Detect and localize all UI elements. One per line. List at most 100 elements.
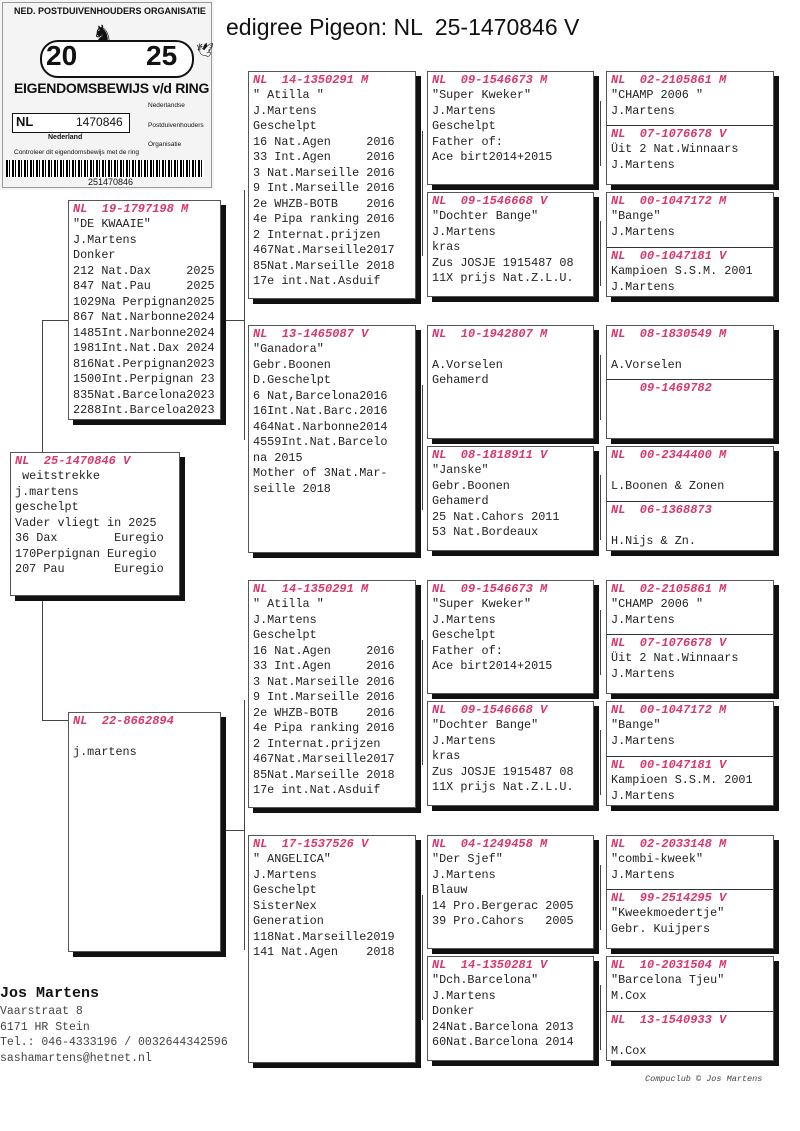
pigeon-info-line: J.Martens: [611, 867, 675, 882]
pigeon-info-line: 467Nat.Marseille2017: [253, 752, 395, 766]
pigeon-info-line: Geschelpt: [253, 119, 317, 133]
pigeon-gen4-sire: NL 02-2105861 M"CHAMP 2006 "J.Martens: [607, 581, 773, 634]
pigeon-info-line: 14 Pro.Bergerac 2005: [432, 898, 574, 913]
owner-name: Jos Martens: [0, 985, 100, 1002]
pigeon-info-line: 207 Pau Euregio: [15, 562, 164, 576]
pigeon-info-line: Mother of 3Nat.Mar-: [253, 466, 388, 480]
pigeon-info-line: 16 Nat.Agen 2016: [253, 134, 395, 149]
pigeon-info-line: 467Nat.Marseille2017: [253, 243, 395, 257]
cert-year-right: 25: [146, 40, 178, 71]
pigeon-info-line: D.Geschelpt: [253, 373, 331, 387]
pigeon-info-line: Gehamerd: [432, 494, 489, 508]
ring-number: NL 04-1249458 M: [432, 837, 548, 851]
pigeon-info-line: Generation: [253, 914, 324, 928]
ring-number: NL 06-1368873: [611, 503, 712, 517]
connector-line: [42, 320, 68, 321]
ring-number: NL 13-1465087 V: [253, 327, 369, 341]
connector-line: [600, 985, 601, 1050]
pigeon-info-line: "Der Sjef": [432, 852, 503, 866]
pigeon-info-line: "Super Kweker": [432, 88, 532, 102]
pigeon-gen4-dam: 09-1469782: [607, 379, 773, 438]
ring-field: [12, 113, 130, 133]
pigeon-info-line: 464Nat.Narbonne2014: [253, 419, 388, 434]
pigeon-info-line: kras: [432, 749, 461, 763]
certificate-border: [2, 2, 212, 188]
pigeon-info-line: 1981Int.Nat.Dax 2024: [73, 341, 215, 355]
pigeon-info-line: 16 Nat.Agen 2016: [253, 643, 395, 658]
owner-info: Jos Martens Vaarstraat 8 6171 HR Stein T…: [0, 984, 228, 1066]
connector-line: [600, 355, 601, 420]
cert-notice: Controleer dit eigendomsbewijs met de ri…: [14, 149, 140, 156]
ring-number: NL 08-1830549 M: [611, 327, 727, 341]
pigeon-info-line: A.Vorselen: [611, 357, 682, 372]
cert-nederland: Nederland: [48, 134, 83, 141]
pigeon-info-line: A.Vorselen: [432, 357, 503, 372]
pigeon-info-line: J.Martens: [73, 232, 137, 247]
pigeon-info-line: 2288Int.Barceloa2023: [73, 403, 215, 417]
pigeon-info-line: "Dochter Bange": [432, 209, 539, 223]
ring-number: NL 09-1546673 M: [432, 582, 548, 596]
pigeon-info-line: 118Nat.Marseille2019: [253, 929, 395, 944]
pigeon-info-line: J.Martens: [432, 988, 496, 1003]
pigeon-info-line: J.Martens: [611, 666, 675, 681]
ring-number: NL 00-2344400 M: [611, 448, 727, 462]
ring-number: NL 08-1818911 V: [432, 448, 548, 462]
ring-number: NL 09-1546668 V: [432, 703, 548, 717]
pigeon-info-line: "CHAMP 2006 ": [611, 88, 704, 102]
ring-number: NL 07-1076678 V: [611, 636, 727, 650]
pigeon-card-gen4-pair: NL 08-1830549 M A.Vorselen 09-1469782: [606, 325, 774, 439]
ring-number: NL 17-1537526 V: [253, 837, 369, 851]
pigeon-info-line: 85Nat.Marseille 2018: [253, 258, 395, 273]
pigeon-gen4-sire: NL 00-1047172 M"Bange"J.Martens: [607, 193, 773, 247]
pigeon-info-line: "Dochter Bange": [432, 718, 539, 732]
pigeon-info-line: 170Perpignan Euregio: [15, 546, 157, 561]
connector-line: [220, 320, 244, 321]
pigeon-info-line: "Ganadora": [253, 342, 324, 356]
ring-number: NL 14-1350291 M: [253, 582, 369, 596]
pigeon-info-line: Donker: [432, 1004, 475, 1018]
pigeon-info-line: seille 2018: [253, 481, 331, 496]
ring-number: NL 00-1047172 M: [611, 703, 727, 717]
npo-line-1: Nederlandse: [148, 102, 185, 109]
pigeon-info-line: 1029Na Perpignan2025: [73, 294, 215, 309]
pigeon-info-line: 25 Nat.Cahors 2011: [432, 509, 560, 524]
pigeon-info-line: "Bange": [611, 209, 661, 223]
pigeon-info-line: Üit 2 Nat.Winnaars: [611, 142, 739, 156]
pigeon-info-line: 2 Internat.prijzen: [253, 736, 381, 751]
pigeon-info-line: " Atilla ": [253, 88, 324, 102]
connector-line: [422, 385, 423, 510]
pigeon-info-line: 16Int.Nat.Barc.2016: [253, 404, 388, 418]
ring-number: NL 00-1047172 M: [611, 194, 727, 208]
cert-org: NED. POSTDUIVENHOUDERS ORGANISATIE: [14, 6, 206, 16]
pigeon-info-line: J.Martens: [611, 612, 675, 627]
ring-number: NL 22-8662894: [73, 714, 174, 728]
pigeon-info-line: Kampioen S.S.M. 2001: [611, 264, 753, 278]
pigeon-info-line: 1500Int.Perpignan 23: [73, 372, 215, 386]
pigeon-info-line: Geschelpt: [432, 628, 496, 642]
pigeon-gen4-sire: NL 10-2031504 M"Barcelona Tjeu"M.Cox: [607, 957, 773, 1011]
pigeon-info-line: Zus JOSJE 1915487 08: [432, 764, 574, 779]
connector-line: [600, 730, 601, 795]
pigeon-info-line: SisterNex: [253, 898, 317, 913]
owner-city: 6171 HR Stein: [0, 1020, 90, 1034]
pigeon-info-line: 60Nat.Barcelona 2014: [432, 1035, 574, 1049]
pigeon-info-line: 847 Nat.Pau 2025: [73, 279, 215, 293]
pigeon-info-line: 816Nat.Perpignan2023: [73, 356, 215, 371]
pigeon-info-line: 1485Int.Narbonne2024: [73, 325, 215, 340]
pigeon-info-line: "DE KWAAIE": [73, 217, 151, 231]
pigeon-info-line: "Dch.Barcelona": [432, 973, 539, 987]
pigeon-info-line: 39 Pro.Cahors 2005: [432, 914, 574, 928]
cert-ring-number: 1470846: [76, 115, 123, 129]
cert-year-left: 20: [46, 40, 78, 71]
